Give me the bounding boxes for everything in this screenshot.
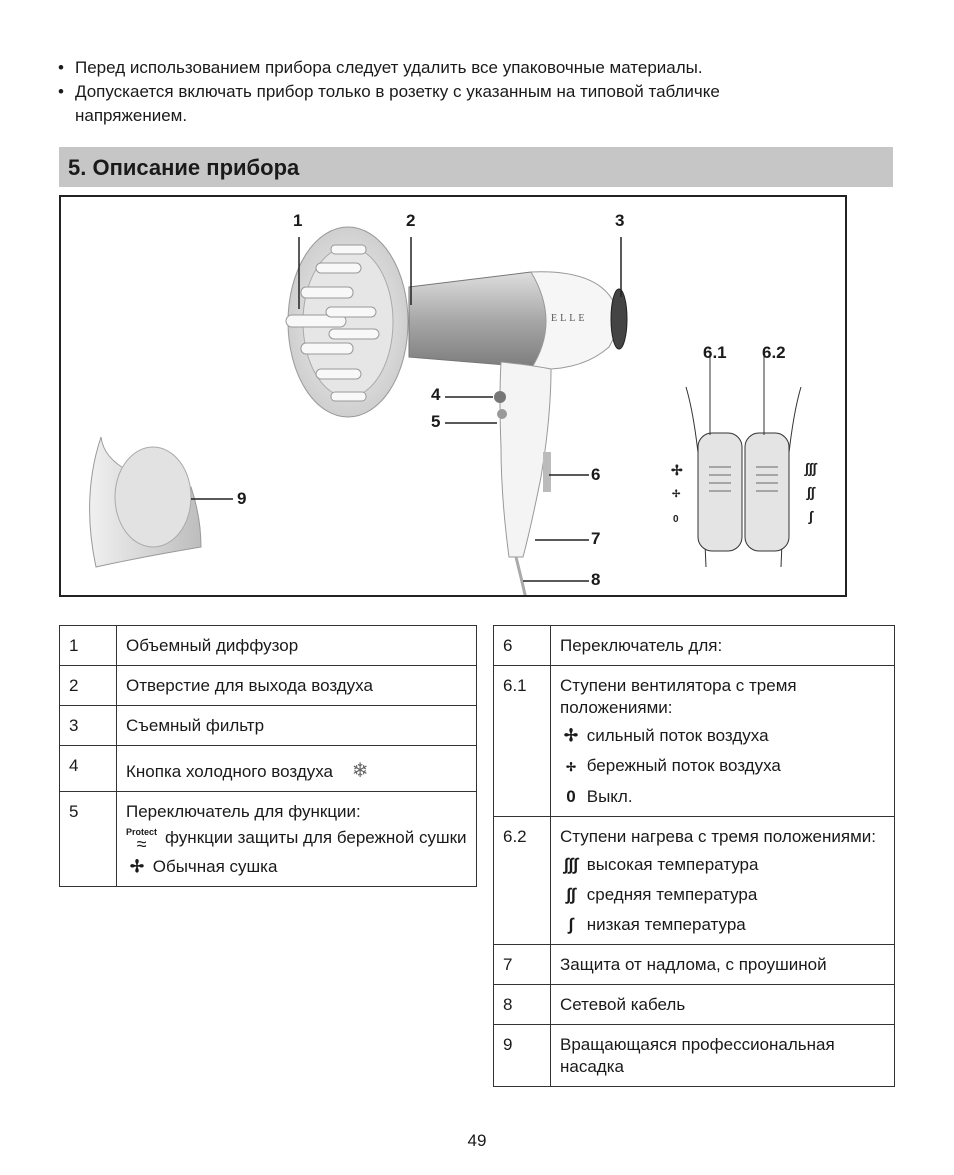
protect-icon: Protect≈ (126, 827, 158, 854)
fan-strong-icon: ✢ (563, 726, 579, 745)
fan-gentle-icon: ✢ (565, 760, 577, 774)
section-header: 5. Описание прибора (59, 147, 893, 187)
callout-6: 6 (591, 465, 601, 484)
callout-8: 8 (591, 570, 601, 589)
fan-gentle-icon: ✢ (672, 489, 681, 500)
table-row: 6.2 Ступени нагрева с тремя положениями:… (493, 816, 895, 945)
switch-detail-drawing (685, 355, 802, 568)
heat-high-icon: ∫∫∫ (564, 855, 578, 874)
callout-5: 5 (431, 412, 441, 431)
heat-low-icon: ∫ (568, 915, 574, 934)
bullet-item: Перед использованием прибора следует уда… (58, 56, 858, 80)
diffuser-drawing (285, 226, 409, 418)
callout-4: 4 (431, 385, 441, 404)
hair-dryer-figure: ELLE ✢ ✢ 0 ∫∫∫ (59, 195, 847, 597)
off-icon: 0 (673, 514, 679, 525)
callout-2: 2 (406, 211, 416, 230)
callout-9: 9 (237, 489, 247, 508)
callout-6-1: 6.1 (703, 343, 727, 362)
heat-high-icon: ∫∫∫ (804, 460, 818, 477)
page-number: 49 (467, 1131, 487, 1150)
snowflake-icon: ❄ (351, 760, 369, 782)
heat-low-icon: ∫ (808, 508, 814, 525)
table-row: 4 Кнопка холодного воздуха ❄ (59, 745, 477, 792)
bullet-list: Перед использованием прибора следует уда… (58, 56, 858, 128)
hair-dryer-illustration: ELLE ✢ ✢ 0 ∫∫∫ (89, 226, 818, 595)
heat-medium-icon: ∫∫ (566, 885, 576, 904)
callout-7: 7 (591, 529, 601, 548)
callout-1: 1 (293, 211, 303, 230)
fan-icon: ✢ (129, 857, 145, 876)
callout-6-2: 6.2 (762, 343, 786, 362)
brand-logo: ELLE (551, 313, 587, 324)
table-row: 5 Переключатель для функции: Protect≈ фу… (59, 791, 477, 887)
bullet-item-continuation: напряжением. (75, 106, 188, 125)
callout-3: 3 (615, 211, 625, 230)
heat-medium-icon: ∫∫ (806, 484, 816, 501)
section-title: 5. Описание прибора (68, 155, 300, 180)
fan-strong-icon: ✢ (671, 462, 683, 478)
off-icon: 0 (566, 787, 576, 806)
bullet-item: Допускается включать прибор только в роз… (58, 80, 858, 104)
table-row: 6.1 Ступени вентилятора с тремя положени… (493, 665, 895, 817)
